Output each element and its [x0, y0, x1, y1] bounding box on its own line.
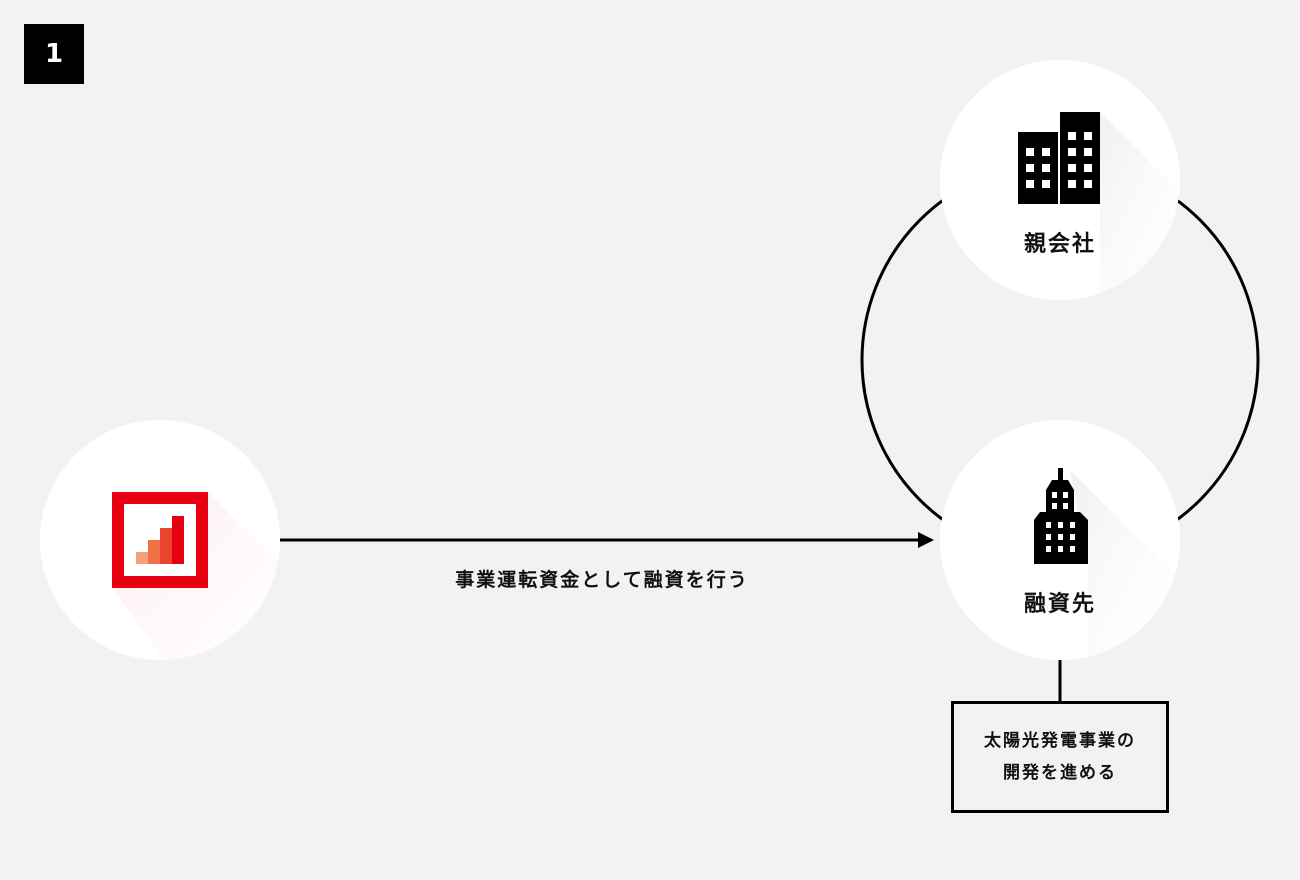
arrow-head-icon: [918, 532, 934, 548]
tower-building-icon: [1034, 468, 1088, 564]
lender-logo-icon: [112, 492, 208, 588]
borrower-note-box: 太陽光発電事業の 開発を進める: [951, 701, 1169, 813]
office-buildings-icon: [1018, 112, 1100, 204]
borrower-label: 融資先: [1023, 592, 1096, 617]
borrower-note-line: 開発を進める: [1003, 763, 1117, 783]
parent-company-label: 親会社: [1023, 232, 1096, 257]
step-badge: 1: [24, 24, 84, 84]
loan-arrow-label: 事業運転資金として融資を行う: [455, 569, 749, 591]
borrower-note-line: 太陽光発電事業の: [984, 731, 1136, 751]
